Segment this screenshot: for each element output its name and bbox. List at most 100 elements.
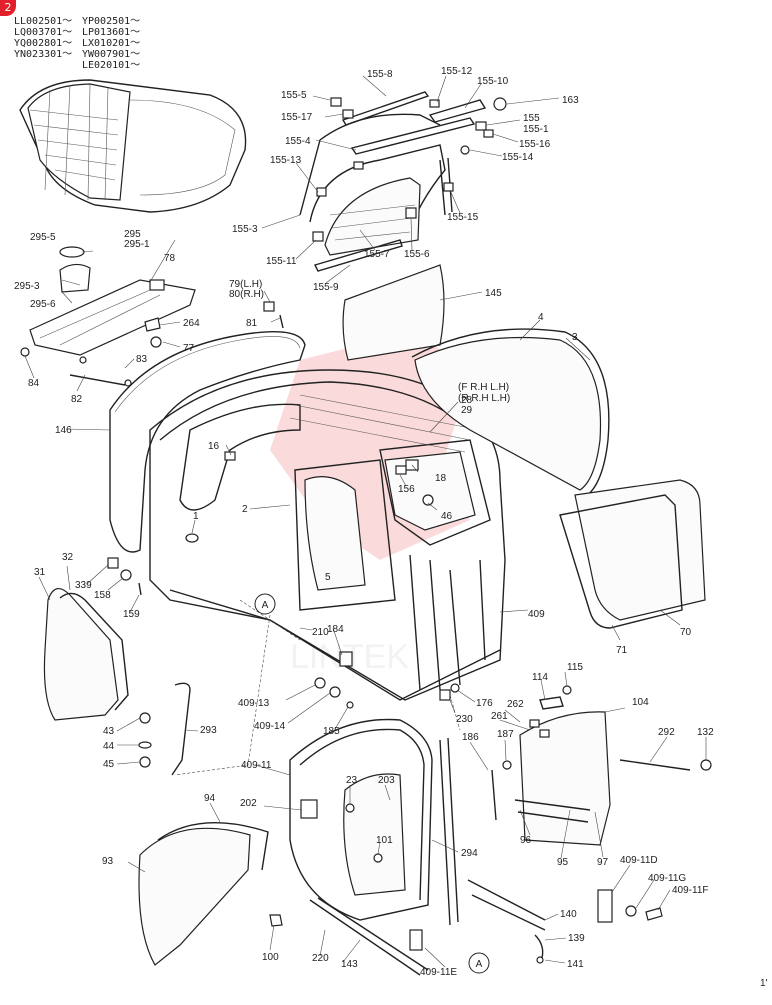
glass-145 [342, 264, 445, 361]
label-159: 159 [123, 609, 140, 620]
label-295-6: 295-6 [30, 299, 56, 310]
label-31: 31 [34, 567, 46, 578]
label-203: 203 [378, 775, 395, 786]
label-156: 156 [398, 484, 415, 495]
label-220: 220 [312, 953, 329, 964]
label-95: 95 [557, 857, 569, 868]
label-292: 292 [658, 727, 675, 738]
label-77: 77 [183, 343, 195, 354]
label-184: 184 [327, 624, 344, 635]
label-115: 115 [567, 662, 583, 673]
label-409-13: 409-13 [238, 698, 270, 709]
bracket-293 [138, 682, 191, 776]
label-230: 230 [456, 714, 473, 725]
side-glass-31-32 [43, 557, 142, 721]
label-83: 83 [136, 354, 148, 365]
serial-table: LL002501～ YP002501～ LQ003701～ LP013601～ … [14, 16, 140, 71]
serial-4-1: LE020101～ [82, 60, 140, 71]
label-104: 104 [632, 697, 649, 708]
seal-146 [109, 330, 306, 553]
label-29: 29 [461, 405, 473, 416]
upper-window-frame [299, 91, 507, 272]
label-96: 96 [520, 835, 532, 846]
rear-glass-104 [502, 685, 712, 846]
label-264: 264 [183, 318, 200, 329]
label-79-lh: 79(L.H) [229, 279, 262, 290]
page-badge: 2 [0, 0, 16, 16]
label-132: 132 [697, 727, 714, 738]
callout-a-1: A [254, 593, 276, 615]
label-4: 4 [538, 312, 544, 323]
cab-thumbnail [19, 79, 247, 213]
label-293: 293 [200, 725, 217, 736]
label-155-3: 155-3 [232, 224, 258, 235]
label-94: 94 [204, 793, 216, 804]
label-44: 44 [103, 741, 115, 752]
label-262: 262 [507, 699, 524, 710]
label-155-8: 155-8 [367, 69, 393, 80]
label-176: 176 [476, 698, 493, 709]
label-97: 97 [597, 857, 609, 868]
label-409-14: 409-14 [254, 721, 286, 732]
label-339: 339 [75, 580, 92, 591]
label-84: 84 [28, 378, 40, 389]
hand-note-line-1: (F R.H L.H) [458, 382, 509, 393]
page-corner-mark: 1' [760, 978, 768, 989]
label-155-14: 155-14 [502, 152, 534, 163]
label-155-6: 155-6 [404, 249, 430, 260]
label-155-13: 155-13 [270, 155, 302, 166]
label-210: 210 [312, 627, 329, 638]
label-45: 45 [103, 759, 115, 770]
label-185: 185 [323, 726, 340, 737]
label-202: 202 [240, 798, 257, 809]
label-146: 146 [55, 425, 72, 436]
label-155-16: 155-16 [519, 139, 551, 150]
label-2: 2 [242, 504, 248, 515]
callout-a-2: A [468, 952, 490, 974]
label-155-15: 155-15 [447, 212, 479, 223]
label-43: 43 [103, 726, 115, 737]
part-labels: 155-8 155-12 155-10 163 155-5 155-17 155… [14, 66, 714, 978]
label-155-17: 155-17 [281, 112, 313, 123]
label-295-1: 295-1 [124, 239, 150, 250]
label-155-7: 155-7 [364, 249, 390, 260]
hinge-hardware [409, 889, 663, 964]
serial-0-1: YP002501～ [82, 16, 140, 27]
label-294: 294 [461, 848, 478, 859]
label-23: 23 [346, 775, 358, 786]
label-186: 186 [462, 732, 479, 743]
label-139: 139 [568, 933, 585, 944]
label-155-12: 155-12 [441, 66, 473, 77]
label-16: 16 [208, 441, 220, 452]
label-93: 93 [102, 856, 114, 867]
label-3: 3 [572, 332, 578, 343]
label-409-11d: 409-11D [620, 855, 658, 866]
label-28: 28 [461, 395, 473, 406]
label-409-11g: 409-11G [648, 873, 686, 884]
label-71: 71 [616, 645, 628, 656]
label-155-10: 155-10 [477, 76, 509, 87]
label-295-3: 295-3 [14, 281, 40, 292]
label-114: 114 [532, 672, 548, 683]
label-155-9: 155-9 [313, 282, 339, 293]
serial-0-0: LL002501～ [14, 16, 72, 27]
label-261: 261 [491, 711, 508, 722]
label-46: 46 [441, 511, 453, 522]
callout-a-2-text: A [476, 959, 483, 970]
label-81: 81 [246, 318, 258, 329]
door-409-11 [269, 718, 546, 976]
label-143: 143 [341, 959, 358, 970]
label-141: 141 [567, 959, 584, 970]
window-70-71 [559, 479, 706, 629]
serial-1-0: LQ003701～ [14, 27, 72, 38]
label-158: 158 [94, 590, 111, 601]
panel-93-94 [138, 822, 269, 966]
label-187: 187 [497, 729, 514, 740]
serial-2-0: YQ002801～ [14, 38, 72, 49]
clip-155-5 [330, 97, 342, 107]
label-5: 5 [325, 572, 331, 583]
serial-3-1: YW007901～ [82, 49, 140, 60]
label-409-11f: 409-11F [672, 885, 709, 896]
label-18: 18 [435, 473, 447, 484]
